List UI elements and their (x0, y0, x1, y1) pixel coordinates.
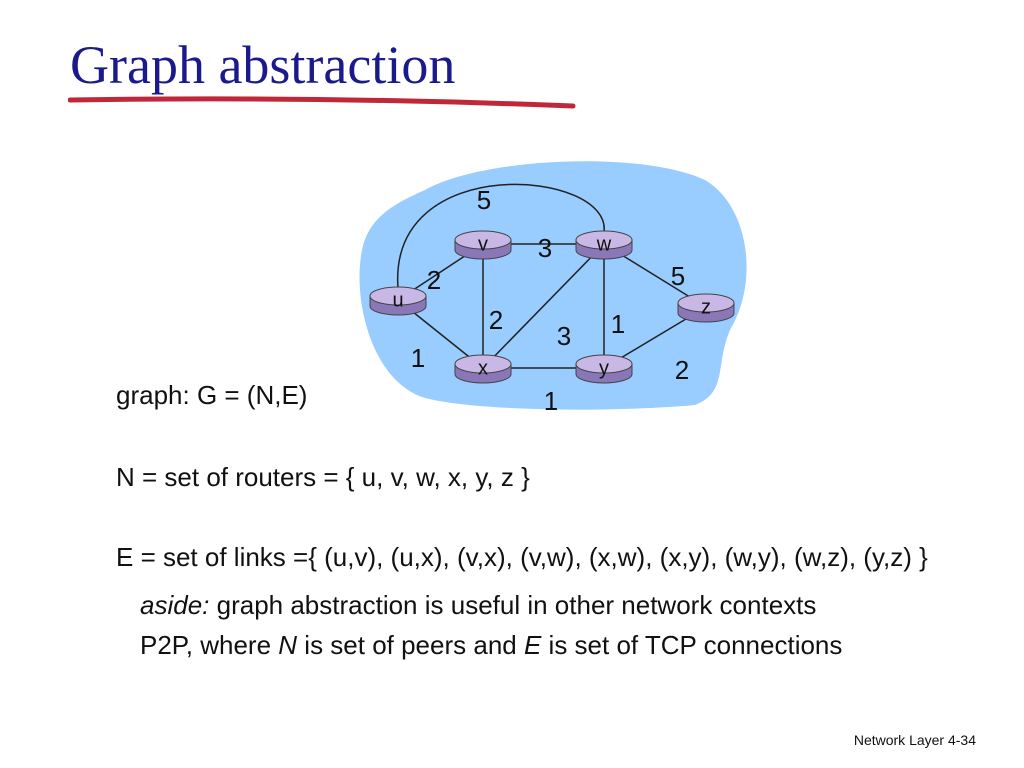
edge-cost-y-z: 2 (675, 355, 689, 385)
aside-line-1: aside: graph abstraction is useful in ot… (140, 590, 816, 621)
router-w: w (575, 230, 633, 260)
edge-cost-x-w: 3 (557, 321, 571, 351)
aside-n: N (278, 630, 298, 660)
edge-cost-w-y: 1 (611, 309, 625, 339)
aside-text-b: is set of peers and (297, 630, 524, 660)
router-z: z (677, 293, 735, 323)
router-label-v: v (478, 233, 488, 255)
router-label-z: z (701, 296, 711, 318)
edge-cost-u-x: 1 (411, 343, 425, 373)
edge-cost-u-v: 2 (427, 265, 441, 295)
edge-cost-v-x: 2 (489, 305, 503, 335)
slide-title: Graph abstraction (70, 35, 456, 95)
aside-e: E (523, 630, 542, 660)
router-x: x (454, 354, 512, 384)
title-underline (68, 96, 576, 109)
router-v: v (454, 230, 512, 260)
edge-cost-u-w: 5 (477, 185, 491, 215)
aside-text-a: P2P, where (140, 630, 279, 660)
graph-definition: graph: G = (N,E) (116, 380, 308, 410)
router-u: u (369, 286, 427, 316)
edge-u-w (397, 183, 605, 289)
network-graph-diagram: u v w x y z 2 1 5 3 2 3 1 1 5 2 (359, 161, 747, 416)
aside-label: aside: (140, 590, 210, 620)
edge-x-w (482, 243, 605, 369)
aside-line-2: P2P, where N is set of peers and E is se… (140, 630, 842, 661)
router-label-w: w (596, 233, 612, 255)
edge-cost-x-y: 1 (544, 386, 558, 416)
aside-text: graph abstraction is useful in other net… (209, 590, 817, 620)
node-set-definition: N = set of routers = { u, v, w, x, y, z … (116, 462, 530, 492)
edge-cost-w-z: 5 (671, 261, 685, 291)
router-label-y: y (599, 357, 609, 379)
router-label-u: u (392, 289, 403, 311)
aside-text-c: is set of TCP connections (541, 630, 843, 660)
router-y: y (575, 354, 633, 384)
router-label-x: x (478, 357, 488, 379)
edge-set-definition: E = set of links ={ (u,v), (u,x), (v,x),… (116, 542, 928, 572)
edge-cost-v-w: 3 (538, 233, 552, 263)
slide-footer: Network Layer 4-34 (853, 732, 976, 748)
